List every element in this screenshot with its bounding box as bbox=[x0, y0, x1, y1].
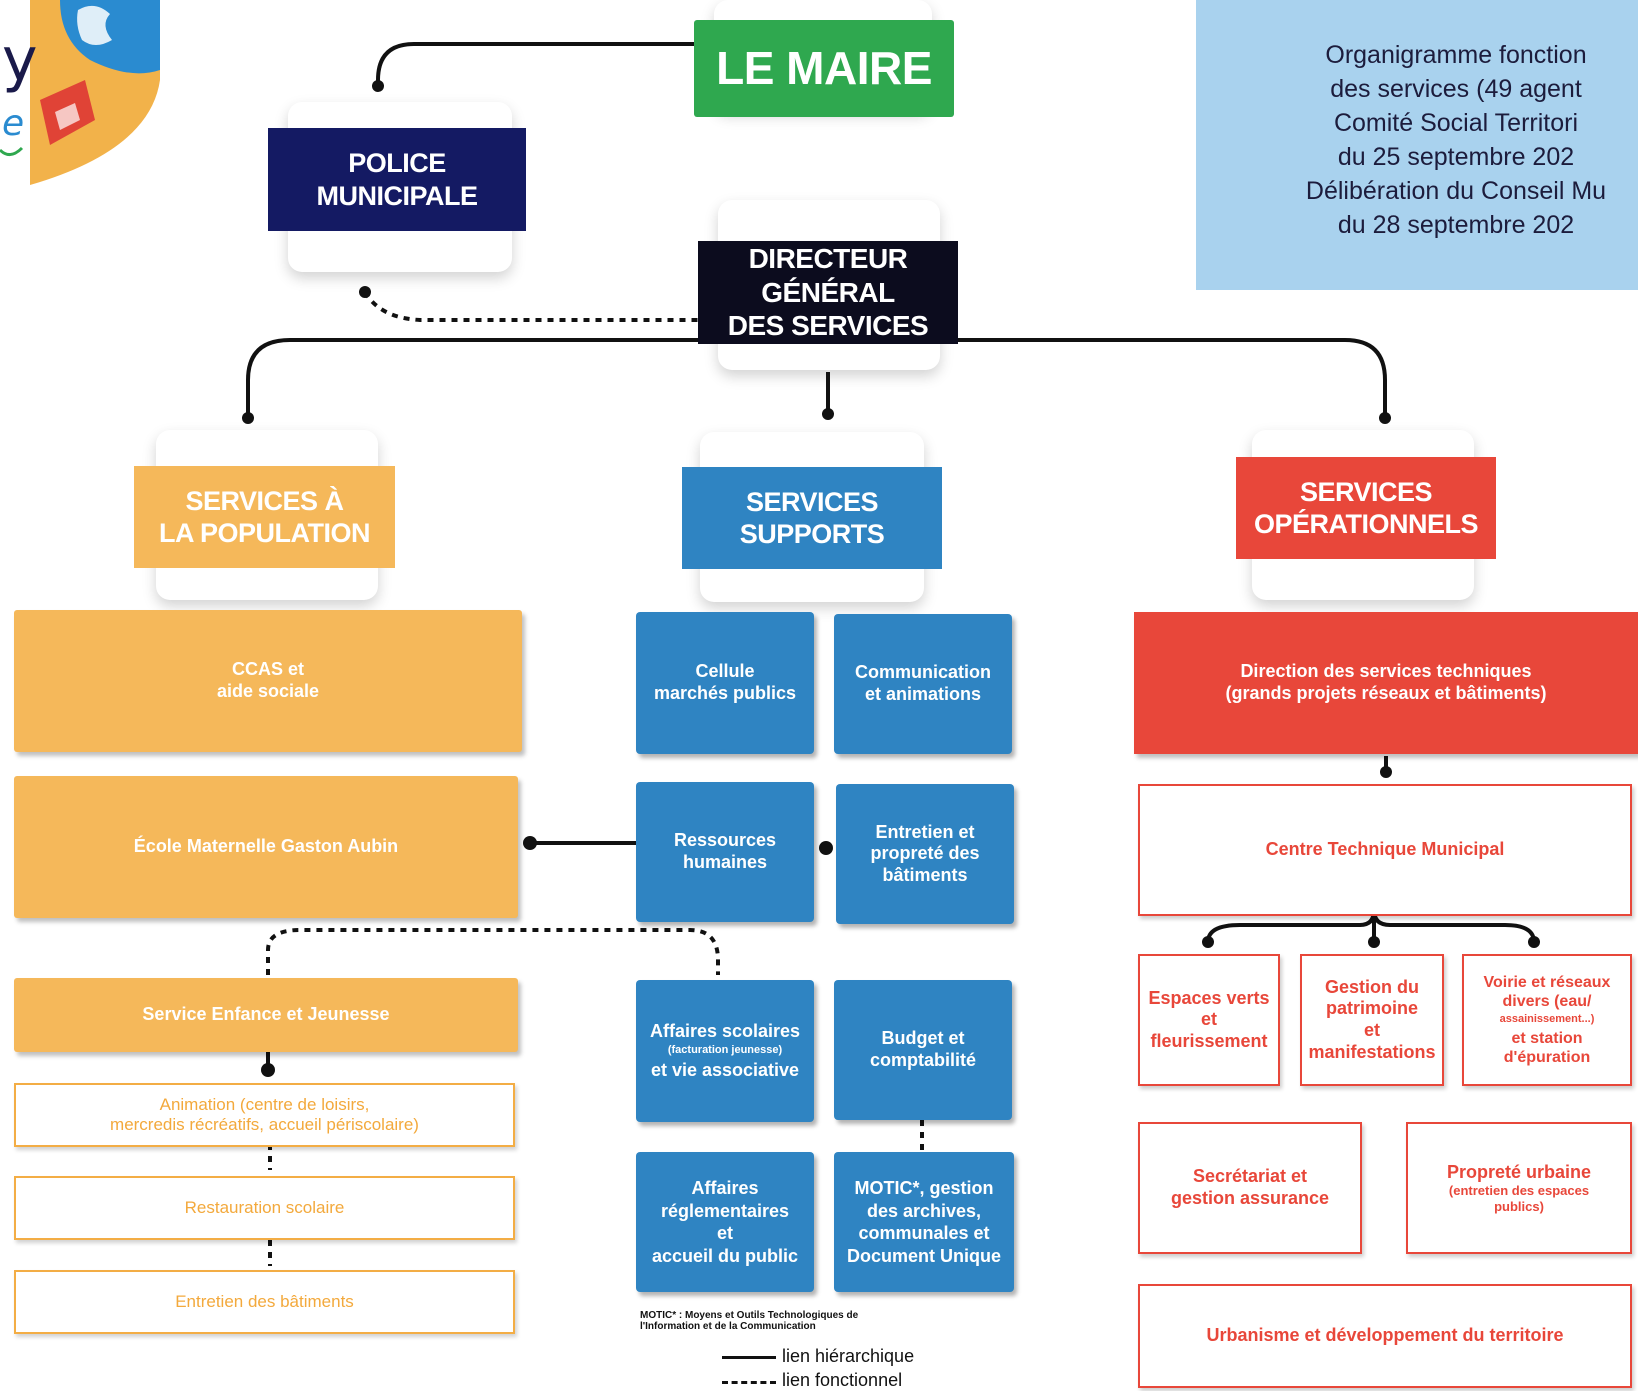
ccas-box: CCAS et aide sociale bbox=[14, 610, 522, 752]
le-maire-box: LE MAIRE bbox=[694, 20, 954, 117]
info-line-2: des services (49 agent bbox=[1330, 75, 1582, 103]
voirie-reseaux-box: Voirie et réseaux divers (eau/ assainiss… bbox=[1462, 954, 1632, 1086]
voirie-note: assainissement...) bbox=[1499, 1013, 1595, 1026]
budget-comptabilite-box: Budget et comptabilité bbox=[834, 980, 1012, 1120]
proprete-title: Propreté urbaine bbox=[1446, 1161, 1592, 1182]
direction-title: Direction des services techniques bbox=[1240, 661, 1532, 682]
affaires-scolaires-note: (facturation jeunesse) bbox=[667, 1044, 783, 1057]
affaires-reglementaires-box: Affaires réglementaires et accueil du pu… bbox=[636, 1152, 814, 1292]
info-line-3: Comité Social Territori bbox=[1333, 109, 1579, 137]
restauration-scolaire-box: Restauration scolaire bbox=[14, 1176, 515, 1240]
svg-text:e: e bbox=[2, 103, 24, 144]
voirie-sub: et station d'épuration bbox=[1503, 1029, 1591, 1066]
centre-technique-municipal-box: Centre Technique Municipal bbox=[1138, 784, 1632, 916]
motic-box: MOTIC*, gestion des archives, communales… bbox=[834, 1152, 1014, 1292]
affaires-scolaires-sub: et vie associative bbox=[650, 1059, 800, 1080]
marches-publics-box: Cellule marchés publics bbox=[636, 612, 814, 754]
services-operationnels-header: SERVICES OPÉRATIONNELS bbox=[1236, 457, 1496, 559]
proprete-note: (entretien des espaces publics) bbox=[1448, 1183, 1590, 1214]
ressources-humaines-box: Ressources humaines bbox=[636, 782, 814, 922]
dgs-box: DIRECTEUR GÉNÉRAL DES SERVICES bbox=[698, 241, 958, 344]
secretariat-box: Secrétariat et gestion assurance bbox=[1138, 1122, 1362, 1254]
espaces-verts-box: Espaces verts et fleurissement bbox=[1138, 954, 1280, 1086]
urbanisme-box: Urbanisme et développement du territoire bbox=[1138, 1284, 1632, 1388]
ecole-maternelle-box: École Maternelle Gaston Aubin bbox=[14, 776, 518, 918]
legend: lien hiérarchique lien fonctionnel bbox=[722, 1344, 962, 1390]
police-municipale-box: POLICE MUNICIPALE bbox=[268, 128, 526, 231]
entretien-batiments-box: Entretien des bâtiments bbox=[14, 1270, 515, 1334]
motic-footnote: MOTIC* : Moyens et Outils Technologiques… bbox=[640, 1310, 859, 1332]
info-line-4: du 25 septembre 202 bbox=[1337, 143, 1575, 171]
affaires-scolaires-box: Affaires scolaires (facturation jeunesse… bbox=[636, 980, 814, 1122]
gestion-patrimoine-box: Gestion du patrimoine et manifestations bbox=[1300, 954, 1444, 1086]
legend-dashed-line bbox=[722, 1381, 776, 1384]
direction-sub: (grands projets réseaux et bâtiments) bbox=[1225, 683, 1547, 703]
animation-box: Animation (centre de loisirs, mercredis … bbox=[14, 1083, 515, 1147]
services-supports-header: SERVICES SUPPORTS bbox=[682, 467, 942, 569]
services-population-header: SERVICES À LA POPULATION bbox=[134, 466, 395, 568]
info-box-text: Organigramme fonction des services (49 a… bbox=[1196, 38, 1638, 242]
proprete-urbaine-box: Propreté urbaine (entretien des espaces … bbox=[1406, 1122, 1632, 1254]
legend-fonctionnel: lien fonctionnel bbox=[782, 1370, 903, 1390]
info-line-5: Délibération du Conseil Mu bbox=[1305, 177, 1607, 205]
voirie-title: Voirie et réseaux divers (eau/ bbox=[1483, 974, 1611, 1011]
svg-text:y: y bbox=[2, 25, 38, 95]
info-box: Organigramme fonction des services (49 a… bbox=[1196, 0, 1638, 290]
service-enfance-box: Service Enfance et Jeunesse bbox=[14, 978, 518, 1052]
entretien-proprete-box: Entretien et propreté des bâtiments bbox=[836, 784, 1014, 924]
direction-services-techniques-box: Direction des services techniques (grand… bbox=[1134, 612, 1638, 754]
communication-box: Communication et animations bbox=[834, 614, 1012, 754]
info-line-1: Organigramme fonction bbox=[1325, 41, 1587, 69]
legend-solid-line bbox=[722, 1356, 776, 1359]
logo: y e bbox=[0, 0, 170, 190]
info-line-6: du 28 septembre 202 bbox=[1337, 211, 1575, 239]
affaires-scolaires-title: Affaires scolaires bbox=[649, 1020, 801, 1041]
legend-hierarchique: lien hiérarchique bbox=[782, 1346, 915, 1366]
